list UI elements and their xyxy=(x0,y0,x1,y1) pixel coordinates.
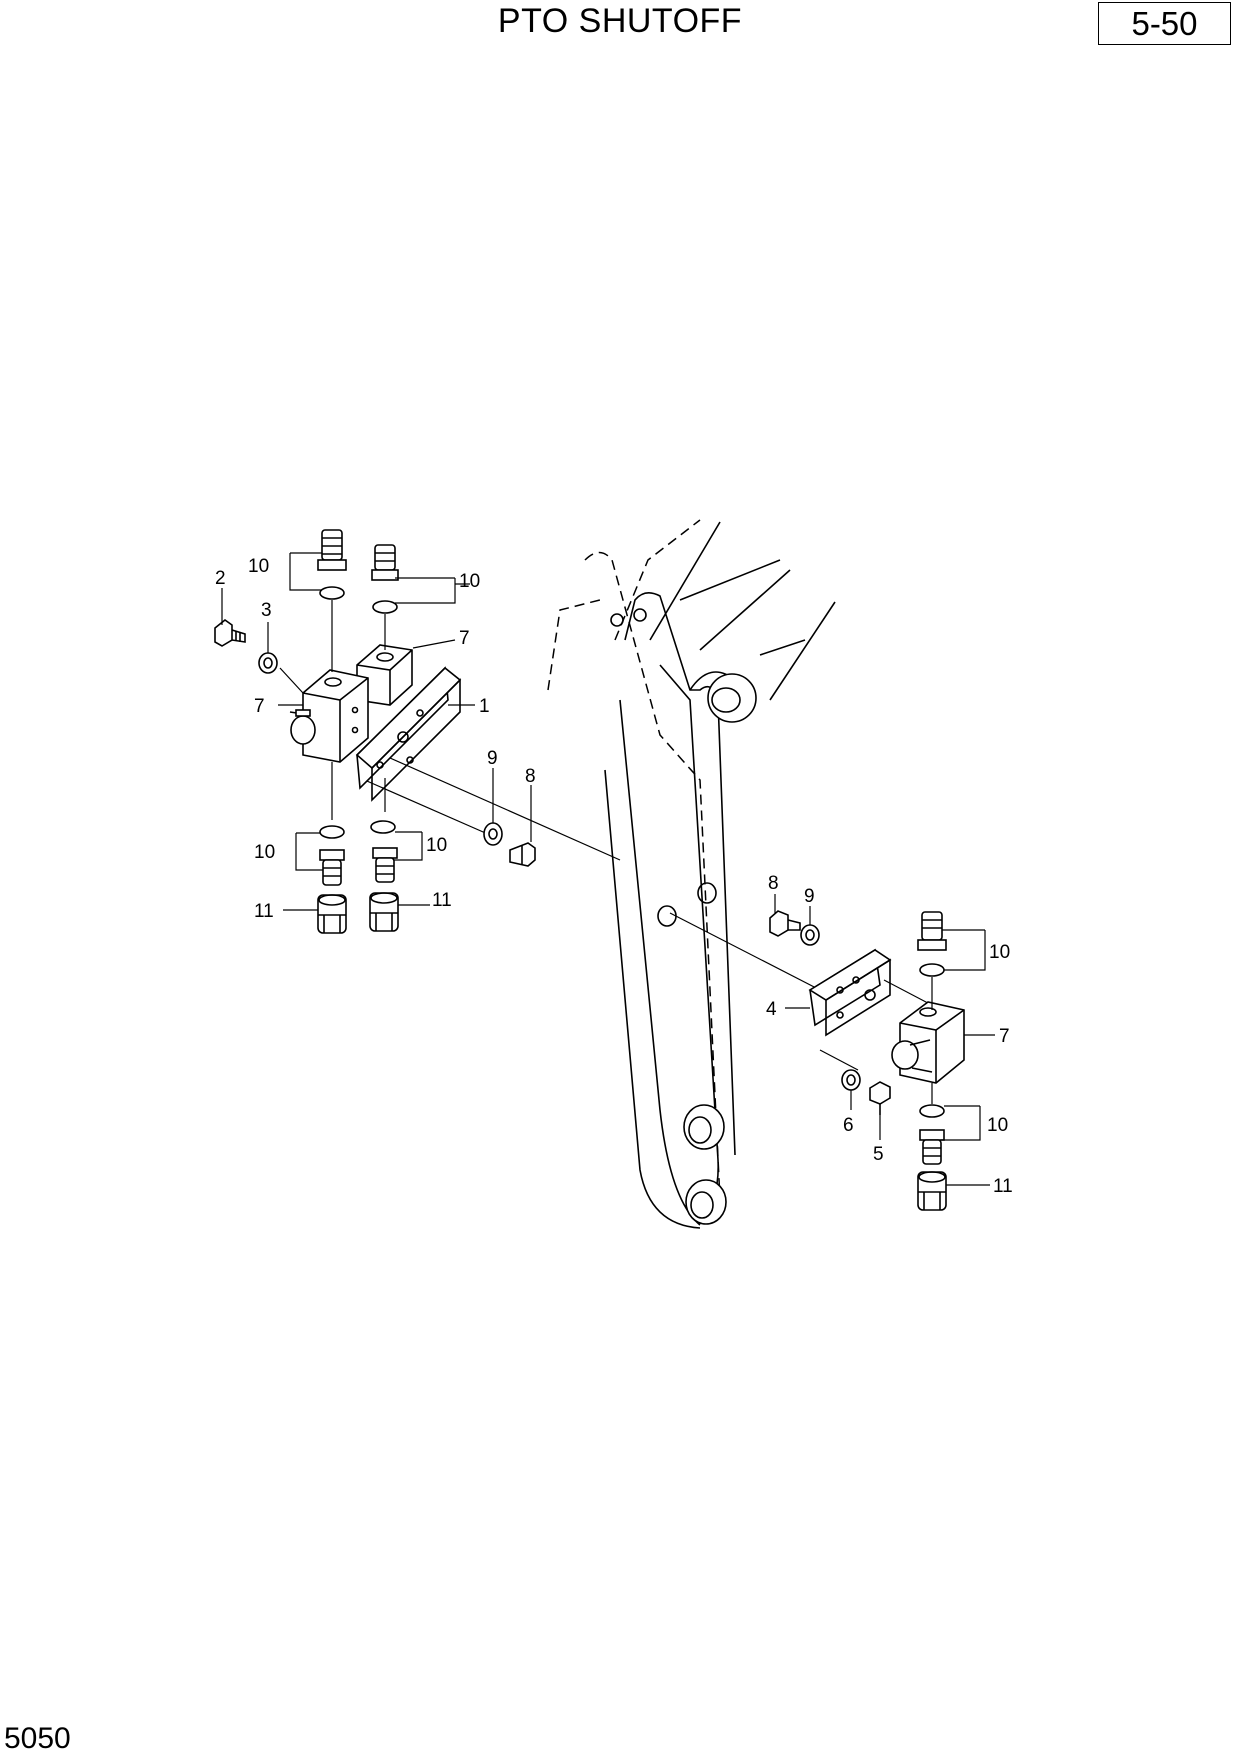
page-title: PTO SHUTOFF xyxy=(497,2,743,40)
fitting-upper-right xyxy=(371,544,399,650)
callouts: 10 10 2 3 7 7 1 9 8 10 10 11 11 8 9 10 4… xyxy=(215,556,1013,1197)
callout-10: 10 xyxy=(426,835,447,856)
callout-5: 5 xyxy=(873,1144,884,1165)
fitting-lower-left xyxy=(317,762,347,934)
callout-11: 11 xyxy=(432,890,452,911)
callout-10: 10 xyxy=(989,942,1010,963)
callout-1: 1 xyxy=(479,696,490,717)
page-number-box: 5-50 xyxy=(1098,2,1231,45)
callout-10: 10 xyxy=(459,571,480,592)
callout-11: 11 xyxy=(993,1176,1013,1197)
footer-code: 5050 xyxy=(4,1722,71,1755)
callout-9: 9 xyxy=(487,748,498,769)
callout-7: 7 xyxy=(254,696,265,717)
right-valve-assembly xyxy=(769,910,965,1211)
callout-11: 11 xyxy=(254,901,274,922)
callout-9: 9 xyxy=(804,886,815,907)
callout-10: 10 xyxy=(987,1115,1008,1136)
callout-8: 8 xyxy=(525,766,536,787)
callout-7: 7 xyxy=(459,628,470,649)
callout-4: 4 xyxy=(766,999,777,1020)
callout-2: 2 xyxy=(215,568,226,589)
callout-7: 7 xyxy=(999,1026,1010,1047)
callout-10: 10 xyxy=(248,556,269,577)
arm-boom xyxy=(547,519,836,1229)
callout-10: 10 xyxy=(254,842,275,863)
callout-8: 8 xyxy=(768,873,779,894)
page-number: 5-50 xyxy=(1131,4,1198,42)
fitting-upper-left xyxy=(317,529,347,672)
fitting-lower-right xyxy=(369,778,399,932)
callout-3: 3 xyxy=(261,600,272,621)
callout-6: 6 xyxy=(843,1115,854,1136)
left-valve-assembly xyxy=(214,529,536,934)
leader-lines xyxy=(221,552,995,1186)
